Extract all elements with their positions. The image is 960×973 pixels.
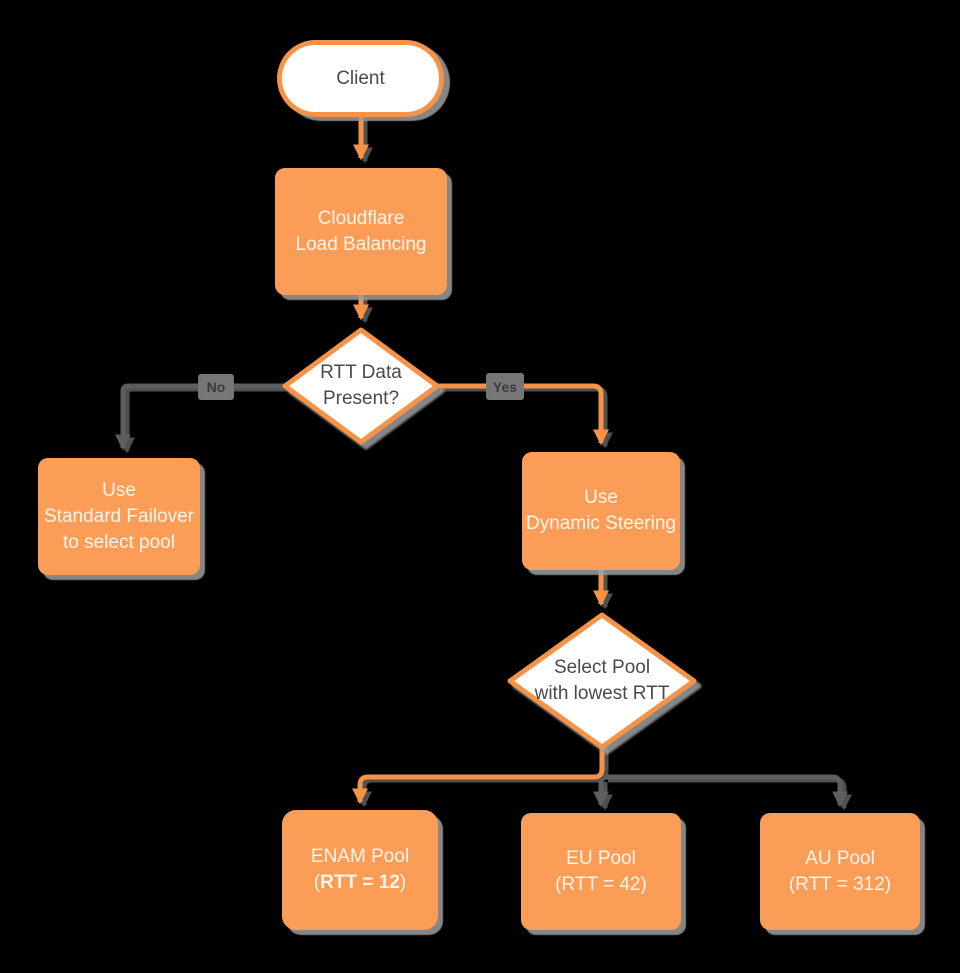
failover-line2: Standard Failover (44, 505, 194, 527)
node-eu-pool: EU Pool (RTT = 42) (521, 813, 681, 930)
rtt-line1: RTT Data (320, 362, 402, 383)
dynamic-line1: Use (584, 487, 618, 508)
cloudflare-line1: Cloudflare (317, 207, 405, 229)
node-rtt-data-present: RTT Data Present? (281, 326, 441, 446)
eu-line1: EU Pool (566, 847, 636, 869)
edge-label-yes: Yes (486, 373, 524, 400)
node-dynamic-steering: Use Dynamic Steering (522, 452, 680, 570)
cloudflare-line2: Load Balancing (295, 233, 427, 255)
edge-selectpool-to-enam (351, 744, 605, 805)
enam-rtt-value: RTT = 12 (320, 872, 400, 893)
enam-line2: (RTT = 12) (311, 870, 409, 896)
diamond-shape (282, 327, 440, 445)
enam-paren-close: ) (399, 872, 407, 893)
edge-label-no: No (198, 374, 234, 400)
enam-line1: ENAM Pool (310, 846, 410, 867)
enam-paren-open: ( (313, 872, 321, 893)
node-standard-failover: Use Standard Failover to select pool (38, 458, 200, 575)
rtt-line2: Present? (322, 388, 400, 409)
eu-line2: (RTT = 42) (555, 873, 647, 895)
edge-selectpool-to-au (604, 774, 849, 808)
node-cloudflare-load-balancing: Cloudflare Load Balancing (275, 168, 447, 295)
node-client: Client (277, 40, 444, 117)
au-line2: (RTT = 312) (788, 873, 892, 895)
failover-line3: to select pool (63, 531, 175, 553)
node-au-pool: AU Pool (RTT = 312) (760, 813, 920, 930)
node-select-pool: Select Pool with lowest RTT (506, 611, 698, 751)
dynamic-line2: Dynamic Steering (526, 513, 676, 534)
diamond-shape (507, 612, 697, 750)
failover-line1: Use (102, 479, 136, 501)
au-line1: AU Pool (805, 847, 875, 869)
selectpool-line2: with lowest RTT (534, 683, 670, 704)
client-label: Client (336, 67, 385, 89)
edge-rtt-no-to-standard-failover (114, 383, 286, 451)
selectpool-line1: Select Pool (553, 657, 651, 678)
edge-rtt-yes-to-dynamic-steering (436, 383, 610, 446)
node-enam-pool: ENAM Pool (RTT = 12) (282, 810, 438, 930)
